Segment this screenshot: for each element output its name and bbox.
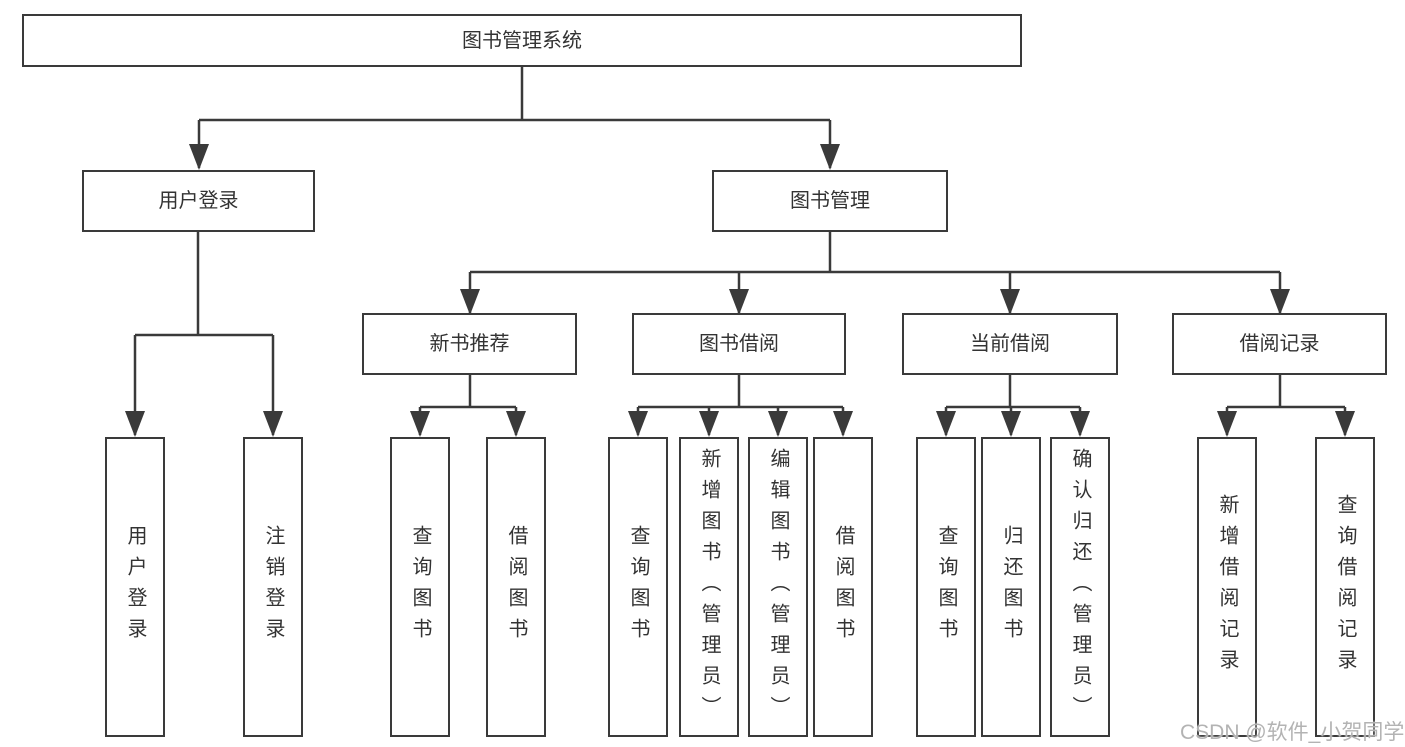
node-user-login-branch: 用户登录	[82, 170, 315, 232]
node-label: 当前借阅	[970, 333, 1050, 355]
node-label: 借阅图书	[505, 525, 527, 649]
arrow-icon	[833, 411, 853, 437]
node-label: 新书推荐	[429, 333, 510, 355]
csdn-watermark: CSDN @软件_小贺同学	[1180, 721, 1405, 744]
leaf-query-books-borrow: 查询图书	[608, 437, 668, 737]
node-label: 查询图书	[627, 525, 649, 649]
node-label: 归还图书	[1000, 525, 1022, 649]
arrow-icon	[1000, 289, 1020, 315]
node-label: 查询图书	[935, 525, 957, 649]
node-label: 注销登录	[262, 525, 284, 649]
arrowheads	[125, 144, 1355, 437]
leaf-logout: 注销登录	[243, 437, 303, 737]
node-book-borrow: 图书借阅	[632, 313, 846, 375]
node-root-system: 图书管理系统	[22, 14, 1022, 67]
node-book-management-branch: 图书管理	[712, 170, 948, 232]
leaf-add-borrow-record: 新增借阅记录	[1197, 437, 1257, 737]
arrow-icon	[699, 411, 719, 437]
node-label: 图书借阅	[699, 333, 779, 355]
leaf-user-login: 用户登录	[105, 437, 165, 737]
arrow-icon	[729, 289, 749, 315]
arrow-icon	[263, 411, 283, 437]
connector-book-borrow	[636, 375, 845, 435]
arrow-icon	[628, 411, 648, 437]
node-label: 新增图书（管理员）	[698, 447, 720, 727]
connector-borrow-records	[1225, 375, 1347, 435]
node-label: 用户登录	[124, 525, 146, 649]
arrow-icon	[1270, 289, 1290, 315]
leaf-query-borrow-record: 查询借阅记录	[1315, 437, 1375, 737]
node-label: 查询图书	[409, 525, 431, 649]
node-new-book-recommend: 新书推荐	[362, 313, 577, 375]
node-label: 用户登录	[158, 190, 239, 212]
node-label: 查询借阅记录	[1334, 494, 1356, 680]
leaf-borrow-books-recommend: 借阅图书	[486, 437, 546, 737]
arrow-icon	[1335, 411, 1355, 437]
leaf-return-books: 归还图书	[981, 437, 1041, 737]
connector-user-login	[133, 232, 275, 435]
node-label: 图书管理系统	[462, 29, 582, 52]
leaf-add-books-admin: 新增图书（管理员）	[679, 437, 739, 737]
arrow-icon	[936, 411, 956, 437]
arrow-icon	[460, 289, 480, 315]
node-current-borrow: 当前借阅	[902, 313, 1118, 375]
leaf-query-books-recommend: 查询图书	[390, 437, 450, 737]
node-label: 借阅记录	[1239, 333, 1320, 355]
arrow-icon	[125, 411, 145, 437]
arrow-icon	[506, 411, 526, 437]
arrow-icon	[820, 144, 840, 170]
node-label: 确认归还（管理员）	[1069, 447, 1091, 727]
arrow-icon	[410, 411, 430, 437]
arrow-icon	[189, 144, 209, 170]
connector-root	[197, 67, 832, 168]
leaf-query-books-current: 查询图书	[916, 437, 976, 737]
arrow-icon	[1217, 411, 1237, 437]
leaf-edit-books-admin: 编辑图书（管理员）	[748, 437, 808, 737]
node-label: 借阅图书	[832, 525, 854, 649]
node-label: 新增借阅记录	[1216, 494, 1238, 680]
node-label: 图书管理	[790, 190, 870, 212]
node-label: 编辑图书（管理员）	[767, 447, 789, 727]
arrow-icon	[1070, 411, 1090, 437]
connector-new-book	[418, 375, 518, 435]
node-borrow-records: 借阅记录	[1172, 313, 1387, 375]
arrow-icon	[1001, 411, 1021, 437]
connector-book-management	[468, 232, 1282, 313]
arrow-icon	[768, 411, 788, 437]
leaf-confirm-return-admin: 确认归还（管理员）	[1050, 437, 1110, 737]
leaf-borrow-books: 借阅图书	[813, 437, 873, 737]
